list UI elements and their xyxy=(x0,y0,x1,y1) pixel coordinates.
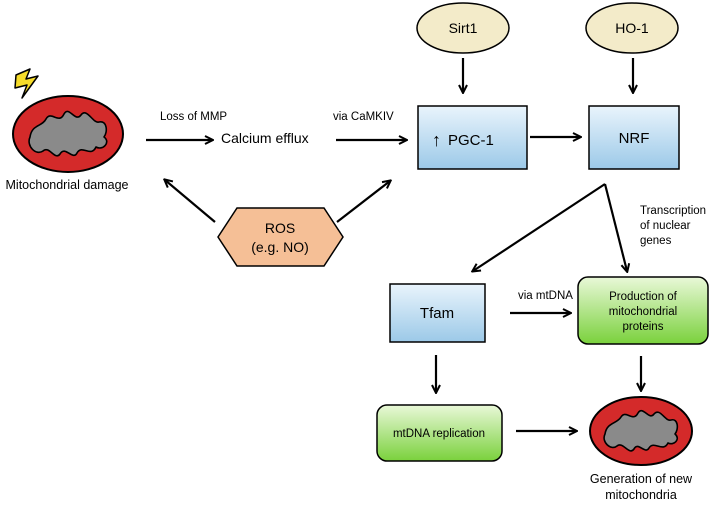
mtdna-replication-node: mtDNA replication xyxy=(376,404,503,462)
transcription-line2: of nuclear xyxy=(640,220,691,232)
lightning-icon xyxy=(14,68,39,99)
arrow-nrf-to-production xyxy=(603,183,627,271)
generation-line1: Generation of new xyxy=(590,472,693,486)
mtdna-replication-label: mtDNA replication xyxy=(393,428,485,440)
ros-line1: ROS xyxy=(265,220,295,236)
arrow-nrf-to-tfam xyxy=(473,183,606,271)
sirt1-node: Sirt1 xyxy=(416,2,510,54)
production-line2: mitochondrial xyxy=(609,306,677,318)
transcription-line1: Transcription xyxy=(640,205,706,217)
ros-line2: (e.g. NO) xyxy=(251,239,309,255)
transcription-line3: genes xyxy=(640,235,672,247)
sirt1-label: Sirt1 xyxy=(449,20,478,36)
up-arrow-icon: ↑ xyxy=(432,130,441,150)
via-mtdna-label: via mtDNA xyxy=(518,290,573,302)
ho1-label: HO-1 xyxy=(615,20,649,36)
tfam-label: Tfam xyxy=(420,305,454,322)
ros-node: ROS (e.g. NO) xyxy=(217,207,344,267)
mito-damage-label: Mitochondrial damage xyxy=(6,178,129,192)
generation-line2: mitochondria xyxy=(605,488,677,502)
arrow-ros-to-mito xyxy=(165,180,216,223)
nrf-label: NRF xyxy=(619,130,650,147)
tfam-node: Tfam xyxy=(389,283,486,343)
production-line3: proteins xyxy=(623,321,664,333)
nrf-node: NRF xyxy=(588,105,680,170)
pgc1-label: PGC-1 xyxy=(448,132,494,149)
pgc1-node: ↑ PGC-1 xyxy=(417,105,528,170)
loss-mmp-label: Loss of MMP xyxy=(160,111,227,123)
mitochondrion-icon xyxy=(12,95,124,173)
calcium-efflux-label: Calcium efflux xyxy=(221,130,309,146)
ho1-node: HO-1 xyxy=(585,2,679,54)
production-line1: Production of xyxy=(609,291,678,303)
via-camkiv-label: via CaMKIV xyxy=(333,111,394,123)
production-node: Production of mitochondrial proteins xyxy=(577,276,709,345)
mitochondrion-icon xyxy=(589,396,693,466)
arrow-ros-to-pgc1 xyxy=(336,181,390,223)
